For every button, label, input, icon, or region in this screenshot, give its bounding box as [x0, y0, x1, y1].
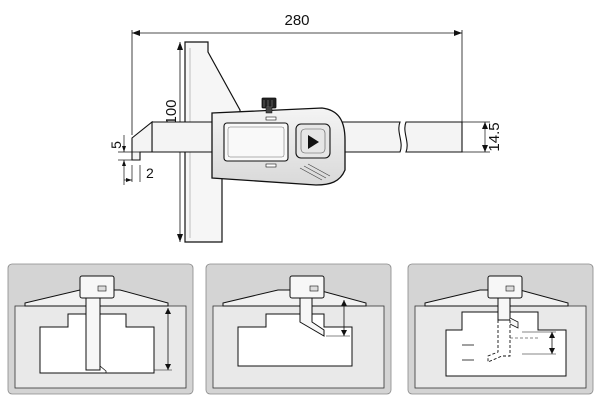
panel-hook-groove-measurement	[407, 263, 594, 395]
digital-display-body	[211, 97, 346, 186]
hook-dimensions: 5 2	[108, 135, 154, 185]
play-arrow-icon	[308, 135, 319, 149]
panel-hook-step-measurement	[205, 263, 392, 395]
base-height-label: 100	[163, 99, 180, 124]
top-gauge-drawing: 280 100 5	[108, 12, 503, 243]
panel-depth-measurement	[7, 263, 194, 395]
hook-offset-label: 5	[108, 141, 124, 149]
overall-length-label: 280	[284, 12, 309, 29]
beam-height-dimension: 14.5	[462, 121, 503, 153]
overall-length-dimension: 280	[131, 12, 463, 135]
hook-width-label: 2	[146, 165, 154, 181]
beam-height-label: 14.5	[486, 122, 503, 151]
lcd-screen	[223, 122, 289, 162]
base-height-dimension: 100	[163, 42, 183, 242]
